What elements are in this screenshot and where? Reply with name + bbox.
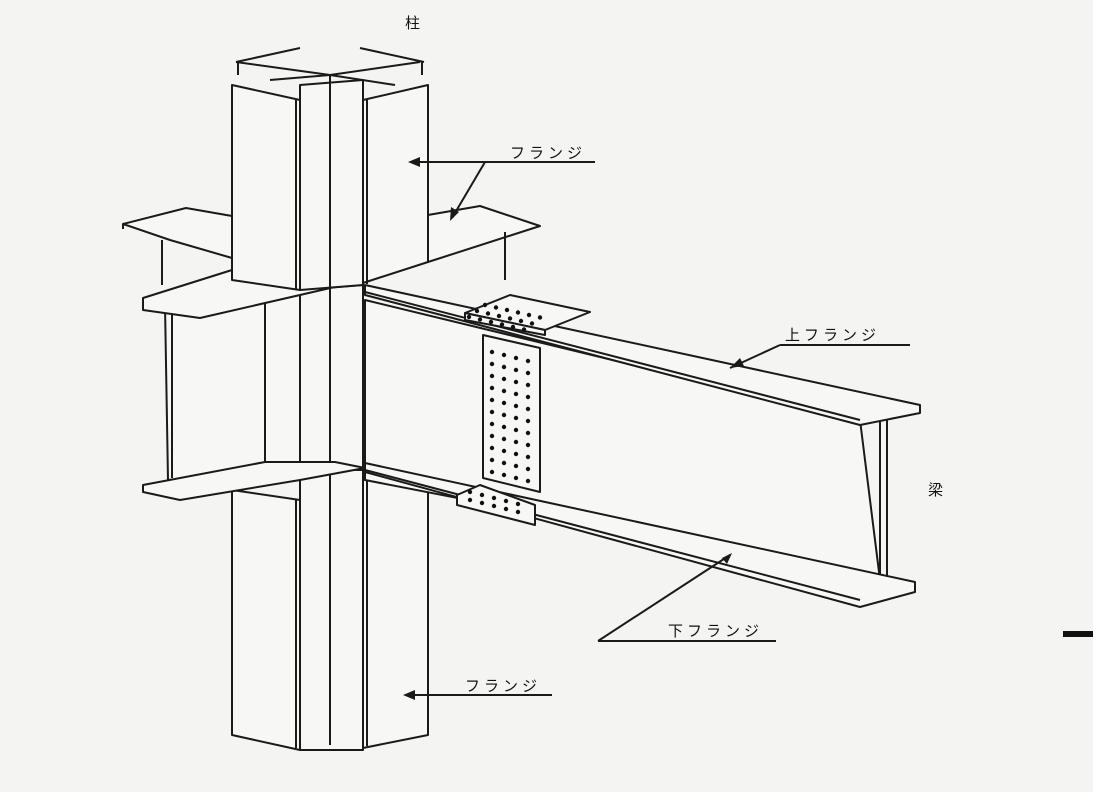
- bolt-hole: [501, 400, 507, 406]
- bolt-hole: [489, 385, 495, 391]
- bolt-hole: [525, 382, 531, 388]
- bolt-hole: [525, 442, 531, 448]
- bolt-hole: [501, 352, 507, 358]
- bolt-hole: [488, 319, 494, 325]
- edge-mark: [1063, 631, 1093, 637]
- bolt-hole: [489, 469, 495, 475]
- bolt-hole: [485, 311, 491, 316]
- label-upper-flange: 上フランジ: [785, 326, 880, 344]
- bolt-hole: [489, 409, 495, 415]
- bolt-hole: [499, 322, 505, 327]
- bolt-hole: [489, 361, 495, 367]
- bolt-hole: [489, 397, 495, 403]
- bolt-hole: [493, 305, 499, 310]
- bolt-hole: [513, 415, 519, 421]
- bolt-hole: [479, 492, 485, 498]
- bolt-hole: [501, 460, 507, 466]
- bolt-hole: [501, 448, 507, 454]
- bolt-hole: [513, 403, 519, 409]
- bolt-hole: [513, 367, 519, 373]
- bolt-hole: [513, 463, 519, 469]
- bolt-hole: [507, 316, 513, 321]
- bolt-hole: [525, 454, 531, 460]
- bolt-hole: [479, 500, 485, 506]
- bolt-hole: [525, 370, 531, 376]
- bolt-hole: [525, 478, 531, 484]
- bolt-hole: [515, 509, 521, 515]
- bolt-hole: [525, 430, 531, 436]
- label-column-flange-top: フランジ: [510, 144, 586, 162]
- bolt-hole: [513, 379, 519, 385]
- right-upper-diaphragm: [427, 205, 541, 280]
- bolt-hole: [501, 424, 507, 430]
- bolt-hole: [518, 318, 524, 324]
- bolt-hole: [496, 313, 502, 319]
- bolt-hole: [513, 427, 519, 433]
- bolt-hole: [489, 349, 495, 355]
- bolt-hole: [529, 321, 535, 326]
- bolt-hole: [467, 497, 473, 503]
- web-splice-plate: [482, 334, 541, 493]
- lower-diaphragm: [142, 461, 366, 501]
- bolt-hole: [525, 418, 531, 424]
- bolt-hole: [513, 355, 519, 361]
- left-upper-diaphragm: [122, 207, 233, 285]
- bolt-hole: [491, 495, 497, 501]
- bolt-hole: [510, 324, 516, 330]
- bolt-hole: [525, 358, 531, 364]
- label-beam: 梁: [928, 481, 947, 499]
- bolt-hole: [513, 475, 519, 481]
- label-lower-flange: 下フランジ: [668, 622, 763, 640]
- bolt-hole: [477, 317, 483, 322]
- bolt-hole: [489, 457, 495, 463]
- bolt-hole: [503, 498, 509, 504]
- bolt-hole: [525, 406, 531, 412]
- bolt-hole: [482, 302, 488, 308]
- column-lower: [231, 467, 429, 751]
- label-column: 柱: [405, 14, 424, 32]
- column-upper: [231, 47, 429, 291]
- leader-lines: [403, 157, 910, 700]
- bottom-splice-plate: [456, 484, 536, 526]
- top-splice-plate: [464, 294, 591, 336]
- bolt-hole: [513, 391, 519, 397]
- bolt-hole: [501, 472, 507, 478]
- bolt-hole: [503, 506, 509, 512]
- bolt-hole: [489, 421, 495, 427]
- bolt-hole: [501, 376, 507, 382]
- bolt-hole: [467, 489, 473, 495]
- bolt-hole: [501, 364, 507, 370]
- bolt-hole: [466, 314, 472, 320]
- bolt-hole: [474, 308, 480, 314]
- bolt-hole: [515, 501, 521, 507]
- bolt-hole: [513, 439, 519, 445]
- bolt-hole: [501, 412, 507, 418]
- bolt-hole: [501, 436, 507, 442]
- bolt-hole: [489, 373, 495, 379]
- bolt-hole: [489, 445, 495, 451]
- bolt-hole: [525, 394, 531, 400]
- bolt-hole: [521, 327, 527, 332]
- label-column-flange-bottom: フランジ: [465, 677, 541, 695]
- bolt-hole: [525, 466, 531, 472]
- bolt-hole: [537, 315, 543, 320]
- bolt-hole: [515, 310, 521, 315]
- bolt-hole: [526, 312, 532, 318]
- bolt-hole: [504, 307, 510, 313]
- bolt-hole: [491, 503, 497, 509]
- bolt-hole: [489, 433, 495, 439]
- bolt-hole: [501, 388, 507, 394]
- bolt-hole: [513, 451, 519, 457]
